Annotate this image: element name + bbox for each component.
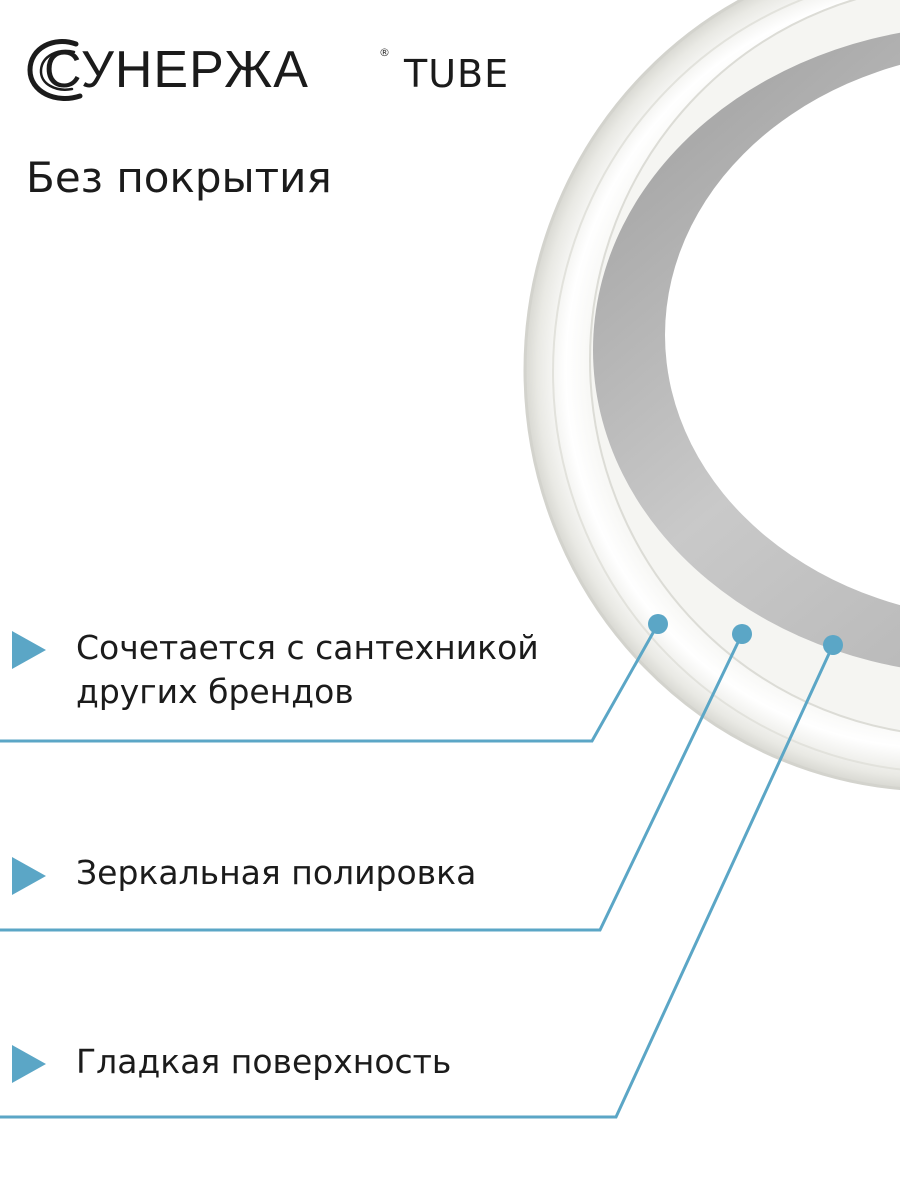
ring-inner-band: [593, 32, 900, 668]
feature-label-1: Сочетается с сантехникой других брендов: [76, 626, 539, 714]
feature-label-1-line-1: Сочетается с сантехникой: [76, 628, 539, 667]
callout-dot-2: [732, 624, 752, 644]
triangle-right-icon: [12, 857, 46, 895]
brand-name: СУНЕРЖА: [44, 41, 309, 99]
feature-label-2: Зеркальная полировка: [76, 853, 477, 892]
registered-mark: ®: [379, 46, 390, 59]
callout-line-2: [0, 633, 744, 932]
callout-line-3: [0, 644, 835, 1119]
feature-label-3: Гладкая поверхность: [76, 1042, 452, 1081]
feature-label-1-line-2: других брендов: [76, 672, 354, 711]
callout-dot-3: [823, 635, 843, 655]
triangle-right-icon: [12, 631, 46, 669]
circle-swoosh-logo-icon: [27, 39, 83, 101]
page-title: Без покрытия: [26, 153, 332, 202]
brand-line: TUBE: [404, 52, 510, 96]
triangle-right-icon: [12, 1045, 46, 1083]
callout-dot-1: [648, 614, 668, 634]
callout-line-1: [0, 623, 660, 743]
